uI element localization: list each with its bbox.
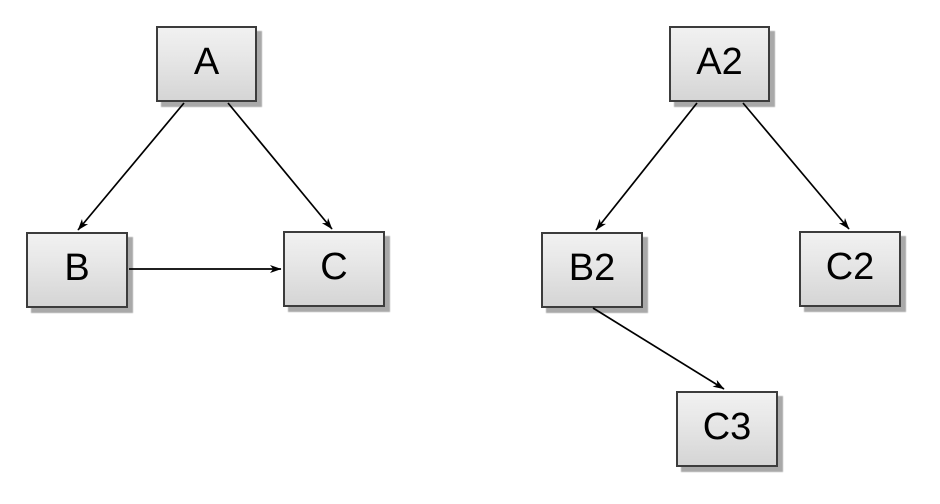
node-C2: C2 xyxy=(799,231,901,307)
node-C2-label: C2 xyxy=(825,246,875,288)
edge-A-B xyxy=(77,102,185,231)
edge-B2-C3 xyxy=(592,307,725,390)
edge-A2-C2 xyxy=(742,102,850,230)
edge-A-C xyxy=(227,102,333,230)
node-C: C xyxy=(283,231,385,307)
node-C3: C3 xyxy=(676,391,778,467)
node-B2-label: B2 xyxy=(568,247,616,289)
node-A2: A2 xyxy=(669,26,770,102)
node-C-label: C xyxy=(320,246,348,288)
node-B-label: B xyxy=(64,247,90,289)
edge-A2-B2 xyxy=(595,102,698,231)
node-A2-label: A2 xyxy=(696,41,743,83)
node-B: B xyxy=(26,232,128,308)
node-A: A xyxy=(156,26,257,102)
node-A-label: A xyxy=(193,41,220,83)
node-C3-label: C3 xyxy=(702,406,752,448)
node-B2: B2 xyxy=(541,232,643,308)
